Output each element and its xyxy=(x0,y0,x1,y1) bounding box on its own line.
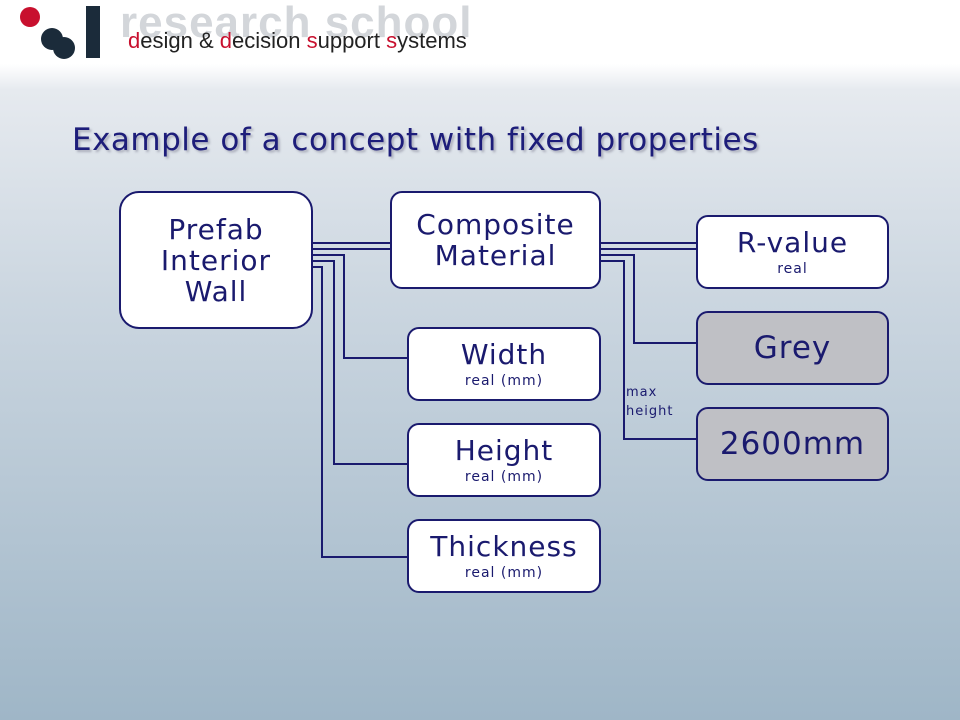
node-type: real (mm) xyxy=(464,372,544,389)
brand-tagline: design & decision support systems xyxy=(128,28,467,53)
connector-composite-grey xyxy=(600,254,696,344)
logo-icon xyxy=(20,6,100,59)
node-label: Height xyxy=(454,433,554,467)
brand-name: research school xyxy=(120,0,473,47)
node-label: Thickness xyxy=(430,529,578,563)
node-type: real (mm) xyxy=(464,564,544,581)
node-composite-material: Composite Material xyxy=(390,191,601,289)
node-type: real (mm) xyxy=(464,468,544,485)
node-label: Grey xyxy=(753,329,832,366)
node-label: 2600mm xyxy=(719,425,866,462)
node-label: Prefab Interior Wall xyxy=(160,212,272,308)
annotation-max-height: max height xyxy=(626,385,674,419)
node-height: Height real (mm) xyxy=(407,423,601,497)
node-label: Width xyxy=(460,337,548,371)
node-r-value: R-value real xyxy=(696,215,889,289)
node-2600mm-value: 2600mm xyxy=(696,407,889,481)
connector-composite-maxheight xyxy=(600,260,696,440)
node-prefab-interior-wall: Prefab Interior Wall xyxy=(119,191,313,329)
node-type: real xyxy=(777,260,808,277)
node-label: Composite Material xyxy=(416,208,575,272)
connector-prefab-width xyxy=(312,254,408,359)
node-label: R-value xyxy=(736,225,849,259)
header-bar: research school design & decision suppor… xyxy=(0,0,960,64)
node-thickness: Thickness real (mm) xyxy=(407,519,601,593)
connector-prefab-height xyxy=(312,260,408,465)
slide-title: Example of a concept with fixed properti… xyxy=(72,122,759,158)
node-grey-value: Grey xyxy=(696,311,889,385)
node-width: Width real (mm) xyxy=(407,327,601,401)
connector-prefab-thickness xyxy=(312,266,408,558)
